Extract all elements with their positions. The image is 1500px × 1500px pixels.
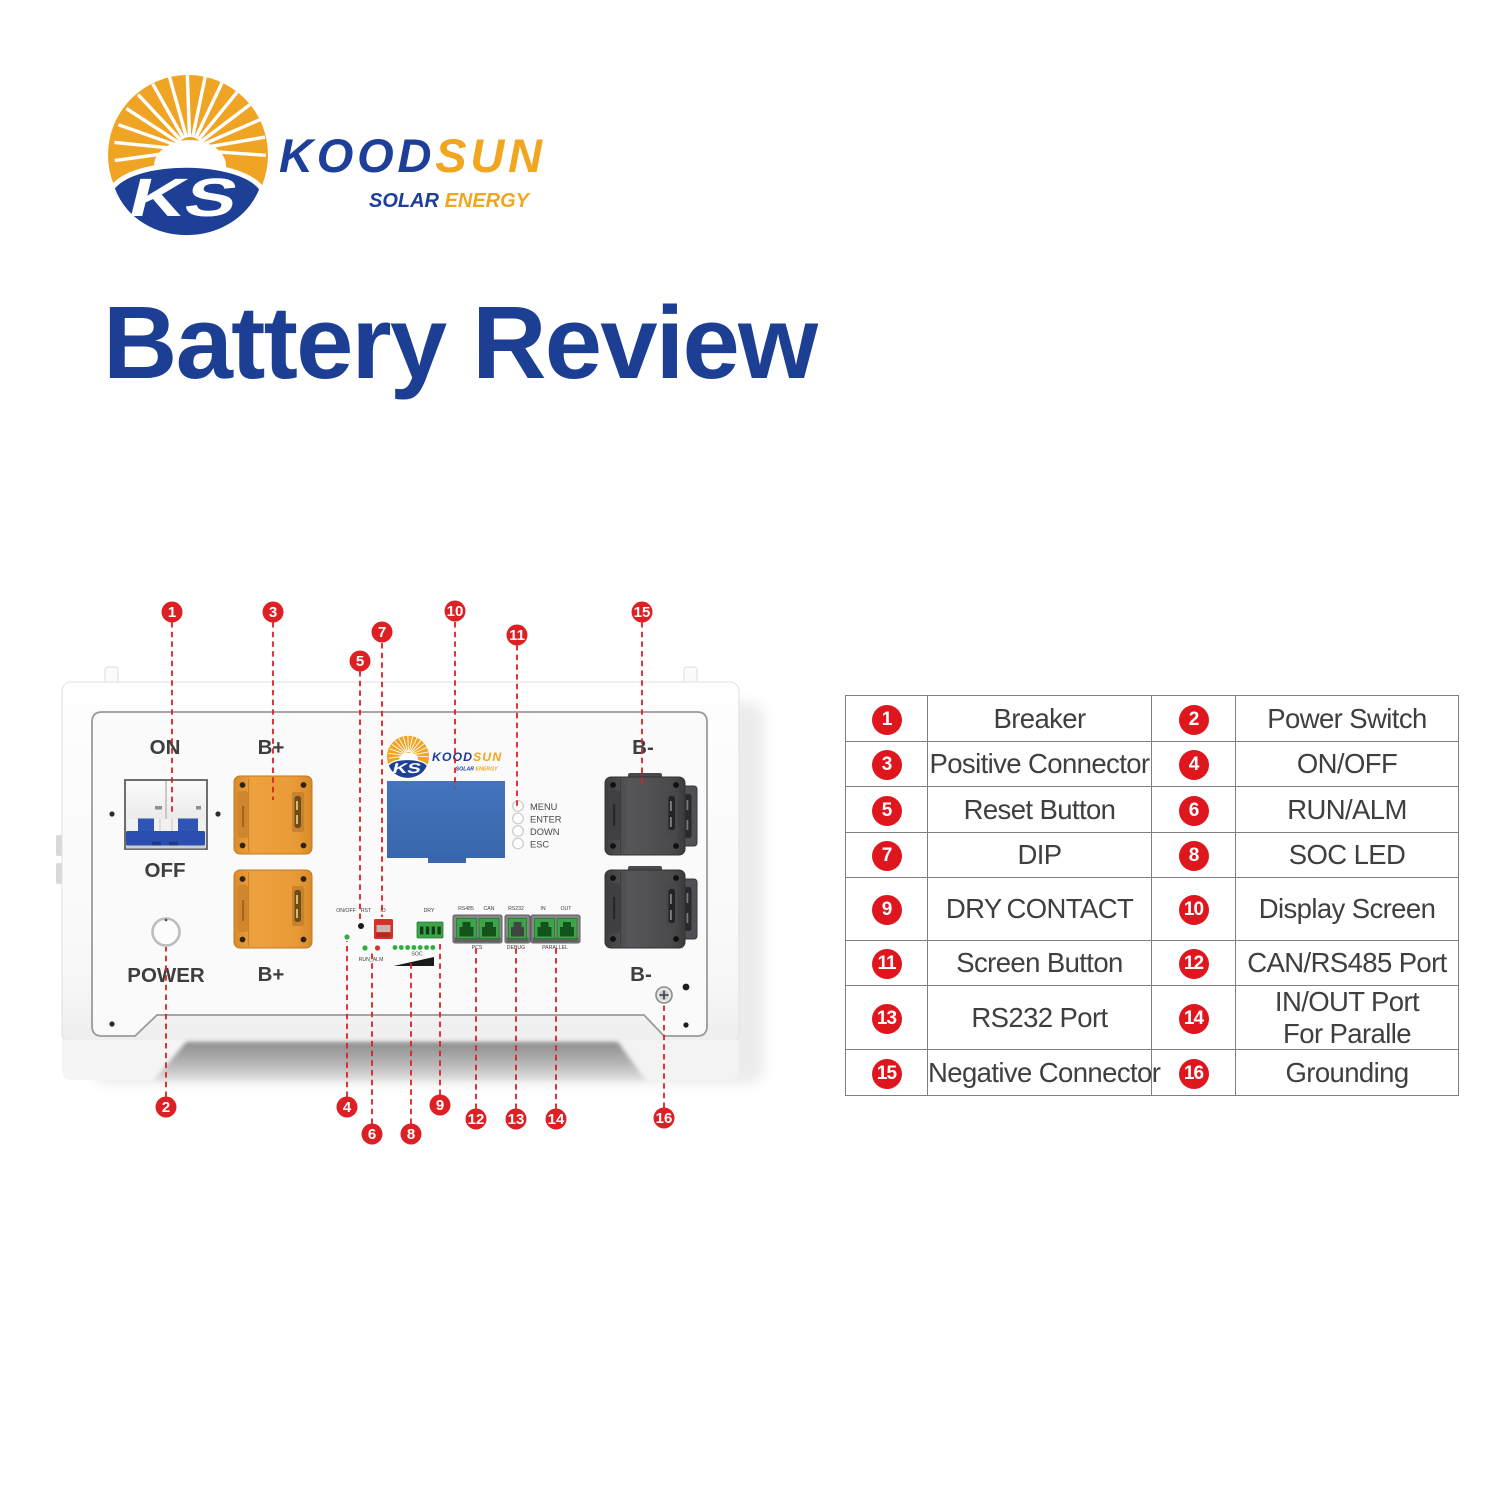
svg-text:ON/OFF: ON/OFF <box>336 908 356 914</box>
svg-text:SOC: SOC <box>411 952 422 958</box>
svg-text:PCS: PCS <box>472 945 483 951</box>
svg-text:11: 11 <box>509 627 525 644</box>
svg-text:16: 16 <box>656 1110 673 1127</box>
svg-text:B-: B- <box>632 736 654 759</box>
svg-text:13: 13 <box>508 1111 525 1128</box>
svg-text:MENU: MENU <box>530 802 557 812</box>
svg-text:ESC: ESC <box>530 840 549 850</box>
svg-text:12: 12 <box>468 1111 485 1128</box>
svg-text:DEBUG: DEBUG <box>507 945 525 951</box>
svg-text:ID: ID <box>380 908 385 914</box>
svg-text:ENTER: ENTER <box>530 815 562 825</box>
svg-text:RUN_ALM: RUN_ALM <box>359 957 384 963</box>
svg-text:PARALLEL: PARALLEL <box>542 945 568 951</box>
svg-text:RS485: RS485 <box>458 906 474 912</box>
svg-text:CAN: CAN <box>484 906 495 912</box>
svg-text:OFF: OFF <box>145 859 186 882</box>
svg-text:DOWN: DOWN <box>530 827 559 837</box>
svg-text:OUT: OUT <box>561 906 573 912</box>
svg-text:6: 6 <box>368 1126 376 1143</box>
svg-text:RS232: RS232 <box>508 906 524 912</box>
svg-text:B+: B+ <box>258 963 285 986</box>
svg-text:3: 3 <box>269 604 277 621</box>
svg-text:2: 2 <box>162 1099 170 1116</box>
svg-text:B-: B- <box>630 963 652 986</box>
svg-text:4: 4 <box>343 1099 352 1116</box>
svg-text:9: 9 <box>436 1097 444 1114</box>
svg-text:ON: ON <box>150 736 181 759</box>
svg-text:14: 14 <box>548 1111 565 1128</box>
svg-text:15: 15 <box>634 604 651 621</box>
svg-text:10: 10 <box>447 603 464 620</box>
svg-text:RST: RST <box>361 908 372 914</box>
svg-text:5: 5 <box>356 653 364 670</box>
svg-text:B+: B+ <box>258 736 285 759</box>
svg-text:1: 1 <box>168 604 176 621</box>
svg-text:7: 7 <box>378 624 386 641</box>
svg-text:8: 8 <box>407 1126 415 1143</box>
svg-text:IN: IN <box>540 906 545 912</box>
svg-text:DRY: DRY <box>424 908 435 914</box>
